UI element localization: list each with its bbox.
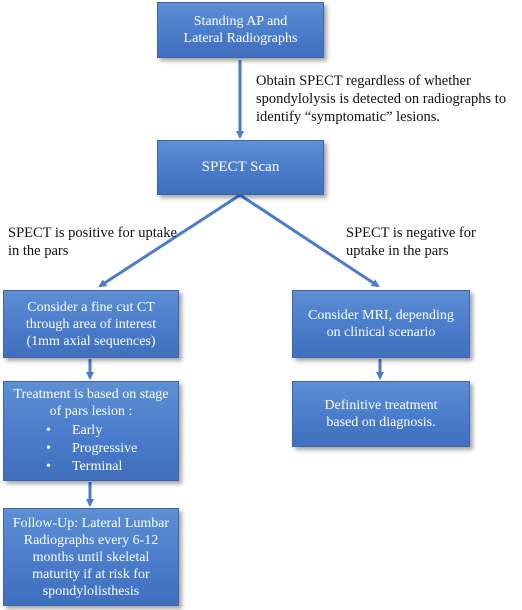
treatment-stage-item: Progressive <box>46 440 137 458</box>
node-radiographs: Standing AP and Lateral Radiographs <box>157 2 324 58</box>
node-follow-up-label: Follow-Up: Lateral Lumbar Radiographs ev… <box>12 515 170 599</box>
node-mri-label: Consider MRI, depending on clinical scen… <box>308 308 454 340</box>
note-positive-text: SPECT is positive for uptake in the pars <box>8 225 177 259</box>
node-radiographs-label: Standing AP and Lateral Radiographs <box>183 14 298 46</box>
note-obtain-spect-text: Obtain SPECT regardless of whether spond… <box>256 73 507 125</box>
treatment-stage-item: Early <box>46 422 137 440</box>
arrow-spect-to-ct <box>98 193 241 288</box>
treatment-stage-list: Early Progressive Terminal <box>46 422 137 476</box>
note-negative: SPECT is negative for uptake in the pars <box>346 224 516 260</box>
treatment-stage-item: Terminal <box>46 458 137 476</box>
note-negative-text: SPECT is negative for uptake in the pars <box>346 225 476 259</box>
node-mri: Consider MRI, depending on clinical scen… <box>292 290 470 358</box>
node-treatment-label: Treatment is based on stage of pars lesi… <box>13 387 169 419</box>
node-definitive-label: Definitive treatment based on diagnosis. <box>324 398 438 430</box>
note-obtain-spect: Obtain SPECT regardless of whether spond… <box>256 72 522 126</box>
node-fine-cut-ct-label: Consider a fine cut CT through area of i… <box>25 299 157 349</box>
note-positive: SPECT is positive for uptake in the pars <box>8 224 183 260</box>
arrow-spect-to-mri <box>239 193 380 288</box>
node-treatment: Treatment is based on stage of pars lesi… <box>3 381 179 481</box>
node-fine-cut-ct: Consider a fine cut CT through area of i… <box>3 290 179 358</box>
node-definitive: Definitive treatment based on diagnosis. <box>292 381 470 447</box>
node-spect: SPECT Scan <box>157 140 324 195</box>
node-spect-label: SPECT Scan <box>201 159 280 175</box>
node-follow-up: Follow-Up: Lateral Lumbar Radiographs ev… <box>3 508 179 606</box>
